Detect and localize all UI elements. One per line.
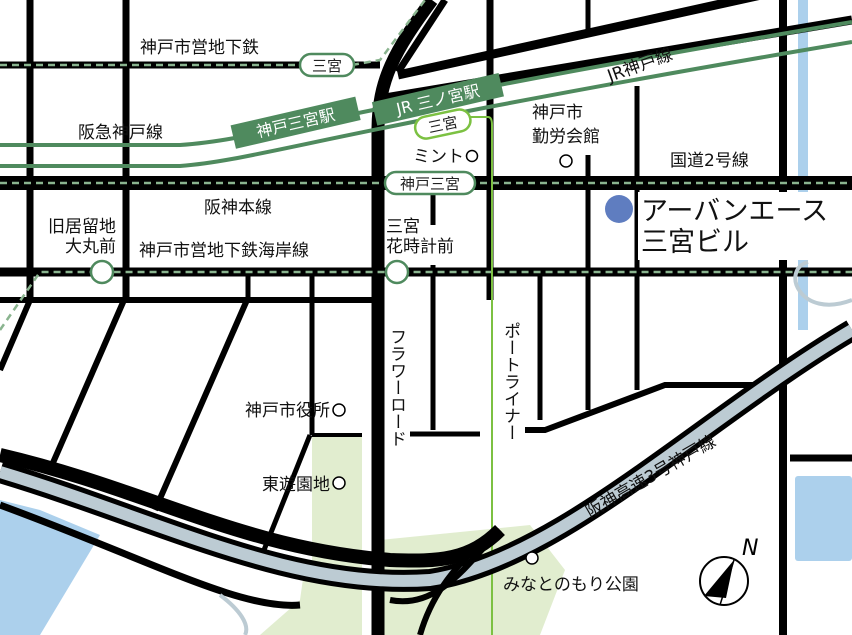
svg-text:N: N [742, 536, 758, 561]
svg-text:みなとのもり公園: みなとのもり公園 [503, 575, 639, 595]
svg-text:神戸市: 神戸市 [532, 103, 583, 123]
svg-text:フラワーロード: フラワーロード [386, 328, 406, 447]
target-building[interactable]: アーバンエース 三宮ビル [605, 192, 838, 260]
landmarks: ミント 神戸市 勤労会館 神戸市役所 東遊園地 みなとのもり公園 [245, 103, 639, 595]
target-marker [605, 195, 633, 223]
station-sannomiya-portliner[interactable]: 三宮 [413, 107, 472, 140]
hankyu-line-south [0, 40, 852, 168]
svg-text:阪神本線: 阪神本線 [204, 198, 272, 218]
svg-text:ミント: ミント [413, 147, 464, 167]
water-right-bottom [795, 476, 852, 561]
svg-text:国道2号線: 国道2号線 [670, 151, 749, 171]
svg-text:三宮ビル: 三宮ビル [641, 227, 749, 258]
svg-text:神戸市営地下鉄: 神戸市営地下鉄 [140, 38, 259, 58]
svg-text:東遊園地: 東遊園地 [262, 475, 330, 495]
svg-text:大丸前: 大丸前 [65, 237, 116, 257]
svg-text:阪神高速3号神戸線: 阪神高速3号神戸線 [583, 432, 720, 523]
svg-text:花時計前: 花時計前 [386, 237, 454, 257]
svg-text:神戸三宮: 神戸三宮 [400, 175, 460, 193]
svg-text:旧居留地: 旧居留地 [48, 217, 116, 237]
svg-text:三宮: 三宮 [426, 113, 459, 137]
station-labels: 旧居留地 大丸前 三宮 花時計前 [48, 217, 454, 257]
portliner-line [470, 116, 493, 635]
station-hanshin-kobe-sannomiya[interactable]: 神戸三宮 [383, 170, 477, 196]
svg-text:ポートライナー: ポートライナー [500, 322, 520, 441]
expressway [0, 260, 852, 635]
svg-text:神戸市役所: 神戸市役所 [245, 401, 330, 421]
svg-text:アーバンエース: アーバンエース [641, 196, 828, 227]
svg-text:三宮: 三宮 [386, 217, 420, 237]
svg-text:三宮: 三宮 [312, 57, 342, 75]
station-hankyu-kobe-sannomiya[interactable]: 神戸三宮駅 [230, 96, 361, 149]
station-sannomiya-subway[interactable]: 三宮 [298, 52, 356, 78]
svg-text:勤労会館: 勤労会館 [532, 127, 600, 147]
station-kyukyoryuchi-marker[interactable] [89, 259, 115, 285]
river-right [798, 0, 808, 330]
svg-text:阪急神戸線: 阪急神戸線 [78, 123, 163, 143]
compass-north-icon: N [699, 536, 758, 606]
station-hanadokei-marker[interactable] [384, 259, 410, 285]
subway-dash-curve [351, 0, 426, 67]
svg-text:神戸市営地下鉄海岸線: 神戸市営地下鉄海岸線 [139, 241, 309, 261]
